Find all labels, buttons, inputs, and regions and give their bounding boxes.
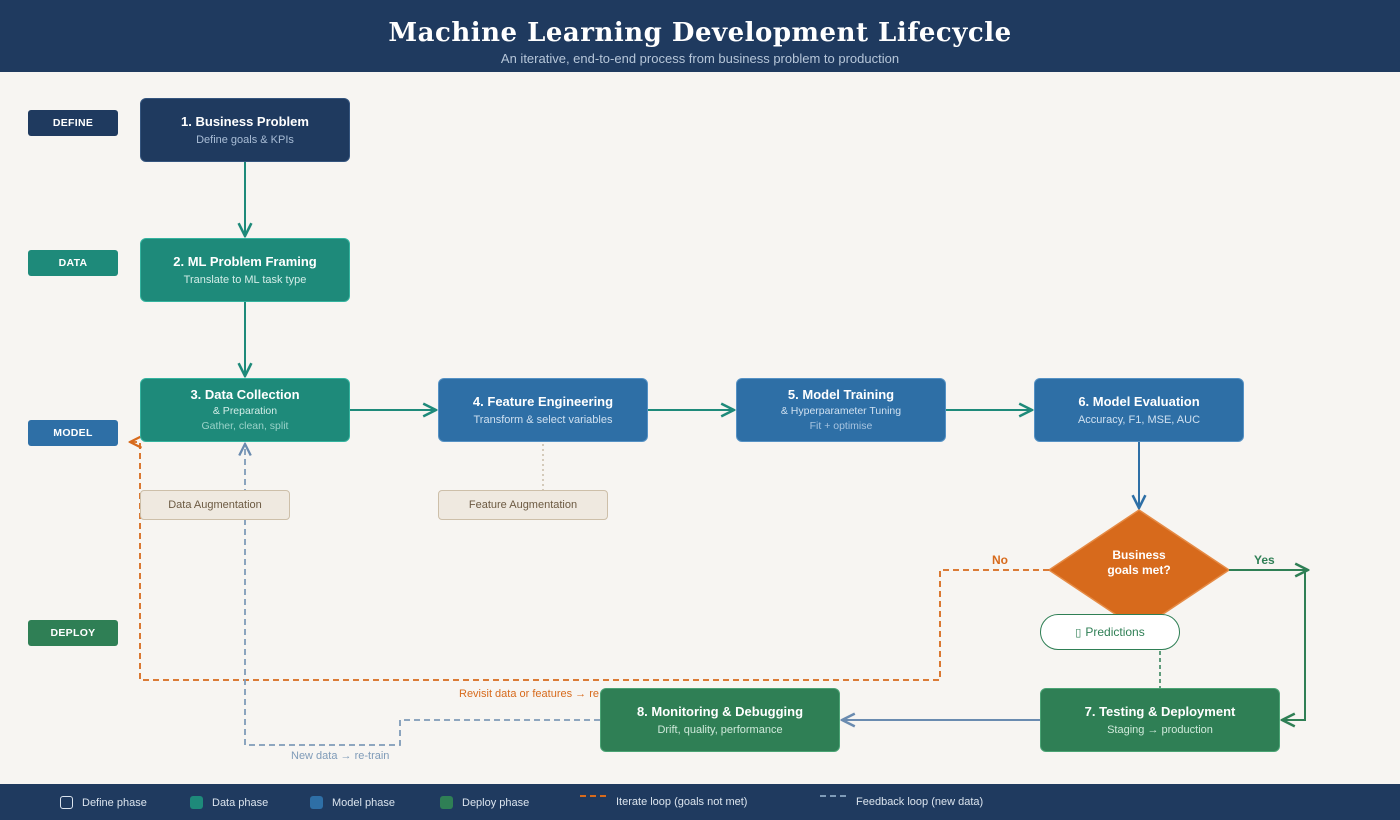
feature-augmentation-box[interactable]: Feature Augmentation [438, 490, 608, 520]
legend-data-swatch [190, 796, 203, 809]
node-title: 3. Data Collection [190, 387, 300, 402]
node-title: 6. Model Evaluation [1078, 393, 1200, 409]
node-monitoring-debugging[interactable]: 8. Monitoring & Debugging Drift, quality… [600, 688, 840, 752]
legend-deploy-label: Deploy phase [462, 796, 530, 809]
legend-feedback: Feedback loop (new data) [820, 795, 984, 808]
node-feature-engineering[interactable]: 4. Feature Engineering Transform & selec… [438, 378, 648, 442]
node-problem-framing[interactable]: 2. ML Problem Framing Translate to ML ta… [140, 238, 350, 302]
legend-data-label: Data phase [212, 796, 269, 809]
node-detail: Gather, clean, split [201, 420, 289, 432]
legend-define-swatch [60, 796, 73, 809]
legend-iterate: Iterate loop (goals not met) [580, 795, 748, 808]
legend-bar: Define phase Data phase Model phase Depl… [0, 784, 1400, 820]
phase-label-define: DEFINE [28, 110, 118, 136]
edge-no-iterate-loop [130, 442, 1049, 681]
decision-label[interactable]: Business goals met? [1089, 548, 1189, 578]
legend-iterate-line [580, 795, 606, 797]
no-label: No [992, 553, 1008, 567]
node-subtitle: Drift, quality, performance [657, 723, 783, 736]
header-banner: Machine Learning Development Lifecycle A… [0, 0, 1400, 72]
data-augmentation-box[interactable]: Data Augmentation [140, 490, 290, 520]
node-subtitle: Staging → production [1107, 723, 1213, 736]
node-testing-deployment[interactable]: 7. Testing & Deployment Staging → produc… [1040, 688, 1280, 752]
new-data-label: New data → re-train [291, 750, 390, 762]
legend-feedback-label: Feedback loop (new data) [856, 796, 984, 808]
node-title: 8. Monitoring & Debugging [636, 703, 804, 719]
legend-define: Define phase [60, 796, 147, 809]
node-model-training[interactable]: 5. Model Training & Hyperparameter Tunin… [736, 378, 946, 442]
revisit-label: Revisit data or features → re [459, 688, 600, 700]
edge-feedback-loop [245, 444, 600, 746]
node-subtitle: Translate to ML task type [183, 273, 307, 286]
node-detail: Fit + optimise [809, 420, 873, 432]
legend-define-label: Define phase [82, 796, 147, 809]
legend-deploy-swatch [440, 796, 453, 809]
node-title: 4. Feature Engineering [472, 393, 614, 409]
node-subtitle: Accuracy, F1, MSE, AUC [1077, 413, 1201, 426]
node-model-evaluation[interactable]: 6. Model Evaluation Accuracy, F1, MSE, A… [1034, 378, 1244, 442]
predictions-label: Predictions [1085, 625, 1145, 639]
legend-iterate-label: Iterate loop (goals not met) [616, 796, 748, 808]
node-title: 1. Business Problem [181, 113, 309, 129]
phase-label-deploy: DEPLOY [28, 620, 118, 646]
prediction-icon: ▯ [1075, 626, 1082, 639]
decision-line-1: Business [1112, 548, 1166, 562]
node-subtitle: Transform & select variables [473, 413, 613, 426]
node-data-collection[interactable]: 3. Data Collection & Preparation Gather,… [140, 378, 350, 442]
node-subtitle: Define goals & KPIs [196, 133, 294, 146]
phase-label-model: MODEL [28, 420, 118, 446]
legend-feedback-line [820, 795, 846, 797]
legend-deploy: Deploy phase [440, 796, 529, 809]
page-title: Machine Learning Development Lifecycle [388, 18, 1012, 48]
page-subtitle: An iterative, end-to-end process from bu… [500, 51, 900, 66]
node-subtitle: & Hyperparameter Tuning [780, 405, 902, 417]
legend-data: Data phase [190, 796, 268, 809]
node-title: 2. ML Problem Framing [173, 253, 317, 269]
edge-yes-to-deployment [1282, 570, 1306, 720]
legend-model-swatch [310, 796, 323, 809]
phase-label-data: DATA [28, 250, 118, 276]
predictions-pill[interactable]: ▯ Predictions [1040, 614, 1180, 650]
node-subtitle: & Preparation [212, 405, 278, 417]
node-business-problem[interactable]: 1. Business Problem Define goals & KPIs [140, 98, 350, 162]
legend-model: Model phase [310, 796, 395, 809]
node-title: 7. Testing & Deployment [1084, 703, 1236, 719]
yes-label: Yes [1254, 553, 1275, 567]
node-title: 5. Model Training [787, 387, 895, 402]
decision-line-2: goals met? [1107, 563, 1171, 577]
legend-model-label: Model phase [332, 796, 395, 809]
